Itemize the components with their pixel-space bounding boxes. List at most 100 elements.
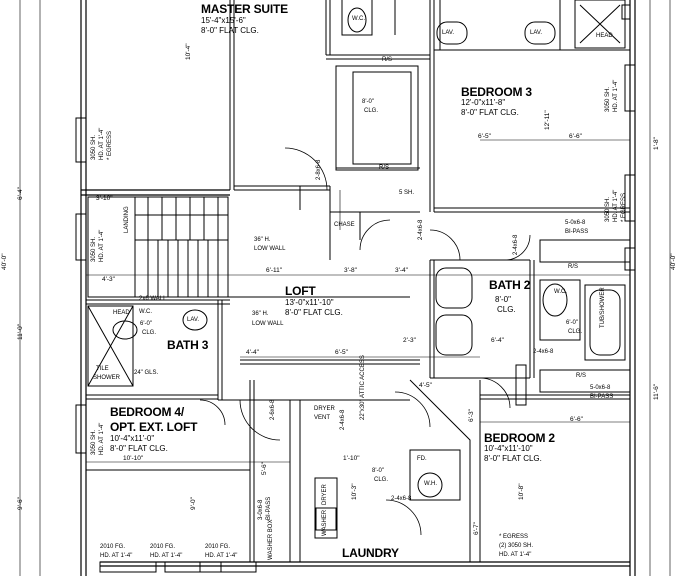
- low-wall-note-2b: LOW WALL: [252, 321, 284, 327]
- room-name-bath2: BATH 2: [489, 278, 531, 292]
- window-note-6: 2010 FG.: [100, 544, 126, 550]
- room-ceiling-bath2: 8'-0": [495, 295, 511, 304]
- landing-label: LANDING: [124, 206, 130, 233]
- head-label-master: HEAD: [596, 33, 613, 39]
- door-swings: [199, 147, 531, 536]
- room-ceiling-bedroom2: 8'-0" FLAT CLG.: [484, 454, 542, 463]
- dim-12-11: 12'-11": [544, 110, 551, 130]
- bipass-note-2b: BI-PASS: [590, 394, 614, 400]
- bipass-note-1: 5-0x6-8: [565, 220, 586, 226]
- room-ceiling-bedroom4: 8'-0" FLAT CLG.: [110, 444, 168, 453]
- closet-clg: 8'-0": [362, 99, 374, 105]
- window-note-4b: HD. AT 1'-4": [613, 79, 619, 112]
- low-wall-note-2: 36" H.: [252, 311, 269, 317]
- room-name-bath3: BATH 3: [167, 338, 209, 352]
- dim-3-10: 3'-10": [96, 195, 113, 202]
- bedroom4-walls: [86, 380, 291, 562]
- dim-9-6: 9'-6": [17, 497, 24, 510]
- dim-6-4: 6'-4": [17, 187, 24, 200]
- wall-2x6-label: 2x6 WALL: [139, 296, 167, 302]
- rs-label-2: R/S: [379, 165, 390, 171]
- laundry-walls: [290, 379, 471, 562]
- dim-2-3: 2'-3": [403, 337, 416, 344]
- window-note-8b: HD. AT 1'-4": [205, 553, 238, 559]
- shower-label: SHOWER: [93, 375, 120, 381]
- bedroom3-walls: [434, 49, 630, 213]
- window-note-8: 2010 FG.: [205, 544, 231, 550]
- room-name-master: MASTER SUITE: [201, 2, 288, 16]
- fd-label: FD.: [417, 456, 427, 462]
- egress-note-2: (2) 3050 SH.: [499, 543, 534, 549]
- egress-note-3: HD. AT 1'-4": [499, 552, 532, 558]
- closet-clg-b: CLG.: [364, 108, 379, 114]
- window-note-5: 3050 SH.: [605, 196, 611, 222]
- room-size-bedroom3: 12'-0"x11'-8": [461, 98, 506, 107]
- dim-10-3: 10'-3": [351, 483, 358, 500]
- wc-label-bath3: W.C.: [139, 309, 152, 315]
- room-size-bedroom4: 10'-4"x11'-0": [110, 434, 155, 443]
- rs-label-3: R/S: [568, 264, 579, 270]
- bath3-walls: [86, 299, 230, 400]
- loft-walls: [228, 186, 420, 365]
- door-note-1: 2-8x6-8: [316, 159, 322, 180]
- window-note-2: 3050 SH.: [91, 236, 97, 262]
- wc-label-bath2: W.C.: [554, 289, 567, 295]
- room-ceiling-bedroom3: 8'-0" FLAT CLG.: [461, 108, 519, 117]
- door-note-5: 2-6x6-8: [270, 399, 276, 420]
- door-note-7: 2-4x6-8: [391, 496, 412, 502]
- dim-5-6: 5'-6": [261, 462, 268, 475]
- door-note-3: 2-4x6-8: [513, 234, 519, 255]
- window-note-7: 2010 FG.: [150, 544, 176, 550]
- dim-3-4: 3'-4": [395, 267, 408, 274]
- windows: [75, 64, 636, 573]
- window-note-1c: * EGRESS: [107, 130, 113, 160]
- wc-label-master: W.C.: [352, 16, 365, 22]
- attic-access-note: 22"x30" ATTIC ACCESS: [360, 355, 366, 420]
- dim-11-0: 11'-0": [17, 323, 24, 340]
- room-ceiling-master: 8'-0" FLAT CLG.: [201, 26, 259, 35]
- dim-6-5: 6'-5": [335, 349, 348, 356]
- rs-label-1: R/S: [382, 57, 393, 63]
- window-note-7b: HD. AT 1'-4": [150, 553, 183, 559]
- washer-box-note: WASHER BOX: [268, 519, 274, 560]
- window-note-6b: HD. AT 1'-4": [100, 553, 133, 559]
- bath2-walls: [429, 259, 626, 379]
- tile-label: TILE: [96, 366, 109, 372]
- door-note-2: 2-4x6-8: [418, 219, 424, 240]
- dim-6-3: 6'-3": [468, 409, 475, 422]
- window-note-5c: * EGRESS: [621, 192, 627, 222]
- tub-shower-label: TUB/SHOWER: [600, 287, 606, 328]
- master-suite-walls: [229, 0, 435, 212]
- dim-4-5: 4'-5": [419, 382, 432, 389]
- master-bath-fixtures: [341, 0, 631, 51]
- laundry-box-note-b: BI-PASS: [266, 496, 272, 520]
- room-name-bedroom4: BEDROOM 4/: [110, 405, 185, 419]
- window-note-3b: HD. AT 1'-4": [99, 422, 105, 455]
- window-note-3: 3050 SH.: [91, 429, 97, 455]
- dim-11-6: 11'-6": [653, 383, 660, 400]
- dim-10-10: 10'-10": [123, 455, 144, 462]
- window-note-4: 3050 SH.: [605, 86, 611, 112]
- bath2-clg-6: 6'-0": [566, 320, 578, 326]
- stairs: [87, 196, 229, 298]
- window-note-5b: HD. AT 1'-4": [613, 189, 619, 222]
- room-ceiling-loft: 8'-0" FLAT CLG.: [285, 308, 343, 317]
- room-size-master: 15'-4"x15'-6": [201, 16, 246, 25]
- bipass-note-2: 5-0x6-8: [590, 385, 611, 391]
- dim-6-4b: 6'-4": [491, 337, 504, 344]
- room-size-loft: 13'-0"x11'-10": [285, 298, 334, 307]
- dryer-vent-note: DRYER: [314, 406, 335, 412]
- low-wall-note-1b: LOW WALL: [254, 246, 286, 252]
- chase-label: CHASE: [334, 222, 355, 228]
- dim-6-6: 6'-6": [569, 133, 582, 140]
- dim-40-0-right: 40'-0": [670, 253, 677, 270]
- laundry-clg-8: 8'-0": [372, 468, 384, 474]
- low-wall-note-1: 36" H.: [254, 237, 271, 243]
- window-note-1b: HD. AT 1'-4": [99, 127, 105, 160]
- rs-label-4: R/S: [576, 373, 587, 379]
- dim-4-3: 4'-3": [102, 276, 115, 283]
- dim-6-5b: 6'-5": [478, 133, 491, 140]
- laundry-clg: CLG.: [374, 477, 389, 483]
- bipass-note-1b: BI-PASS: [565, 229, 589, 235]
